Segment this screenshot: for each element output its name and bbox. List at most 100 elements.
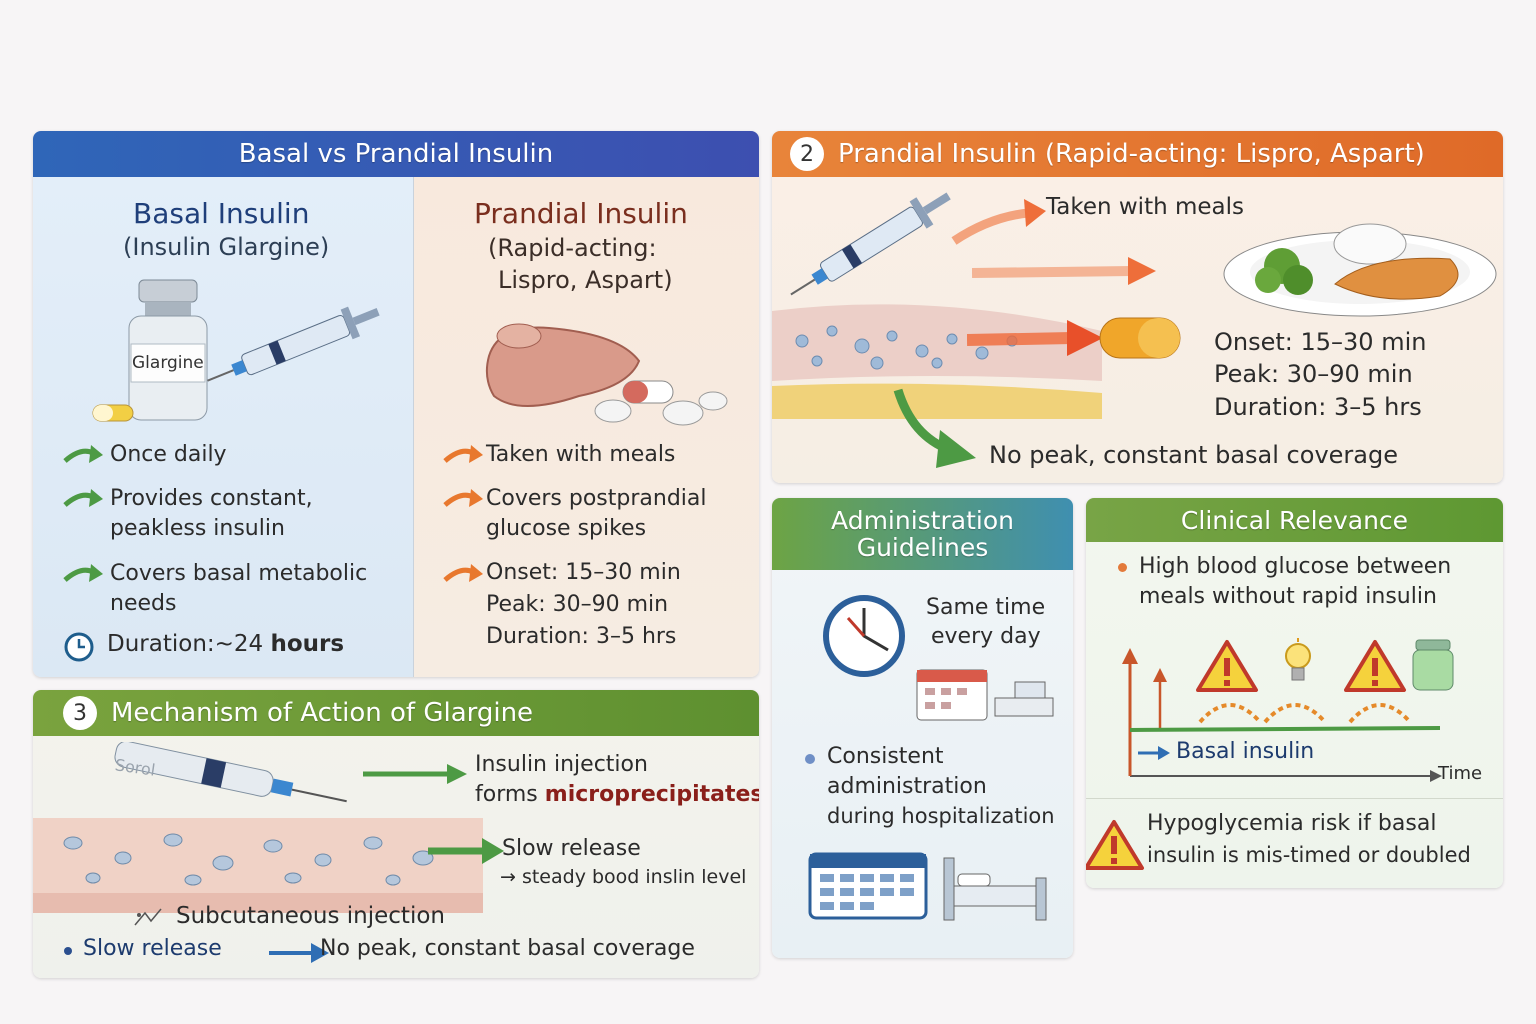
basal-bullet-constant: Provides constant, <box>110 486 313 511</box>
hypoglycemia-2: insulin is mis-timed or doubled <box>1147 843 1471 867</box>
warning-icon <box>1194 638 1260 694</box>
panel-header: Basal vs Prandial Insulin <box>33 131 759 177</box>
calendar-bed-icon <box>915 664 1055 724</box>
no-peak-text-b: basal coverage <box>1215 441 1398 469</box>
arrow-icon <box>1138 743 1172 763</box>
prandial-subtitle-1: (Rapid-acting: <box>488 234 657 262</box>
column-divider <box>413 177 414 677</box>
prandial-bullet-meals: Taken with meals <box>486 442 676 467</box>
clock-icon <box>63 631 95 663</box>
arrow-icon <box>967 316 1107 360</box>
glucose-graph <box>1100 638 1490 788</box>
meal-plate-icon <box>1220 214 1500 319</box>
panel-header-title: Basal vs Prandial Insulin <box>238 139 554 169</box>
basal-bullet-once-daily: Once daily <box>110 442 227 467</box>
hospital-bed-icon <box>940 854 1050 924</box>
no-peak-text-a: No peak, constant <box>320 936 521 961</box>
clock-icon <box>808 594 920 678</box>
arrow-icon <box>972 253 1162 293</box>
basal-duration: Duration:~24 hours <box>107 631 344 657</box>
bullet-dot <box>1118 563 1127 572</box>
prandial-title: Prandial Insulin <box>474 197 688 230</box>
arrow-icon <box>63 487 105 511</box>
glucose-jar-icon <box>1410 638 1456 692</box>
arrow-icon <box>443 562 485 586</box>
same-time-1: Same time <box>926 595 1046 620</box>
liver-icon <box>479 316 649 421</box>
basal-insulin-label: Basal insulin <box>1176 739 1315 764</box>
calendar-icon <box>808 848 928 920</box>
panel-header-title: Prandial Insulin (Rapid-acting: Lispro, … <box>838 139 1425 169</box>
administration-panel: Administration Guidelines Same time ever… <box>772 498 1073 958</box>
insulin-pen-icon <box>93 742 353 812</box>
injection-text-2: forms microprecipitates <box>475 782 759 807</box>
lightbulb-icon <box>1278 638 1318 690</box>
no-peak-text: No peak, constant basal coverage <box>989 441 1398 469</box>
pills-icon <box>593 379 733 429</box>
arrow-icon <box>443 443 485 467</box>
glargine-vial-icon <box>123 276 213 424</box>
panel-header: Clinical Relevance <box>1086 498 1503 542</box>
prandial-bullet-spikes: Covers postprandial <box>486 486 707 511</box>
arrow-icon <box>363 760 473 788</box>
slow-release: Slow release <box>502 836 641 861</box>
peak: Peak: 30–90 min <box>1214 360 1413 388</box>
consistent-1: Consistent <box>827 744 944 769</box>
tissue-layer-icon <box>33 818 483 913</box>
prandial-insulin-panel: 2 Prandial Insulin (Rapid-acting: Lispro… <box>772 131 1503 483</box>
taken-with-meals: Taken with meals <box>1046 194 1245 220</box>
syringe-icon <box>201 301 391 391</box>
warning-icon <box>1086 818 1146 872</box>
arrow-icon <box>63 443 105 467</box>
steady-level: → steady bood inslin level <box>500 866 747 888</box>
prandial-column <box>414 177 759 677</box>
basal-bullet-constant-cont: peakless insulin <box>110 516 285 541</box>
injection-text-2a: forms <box>475 782 538 807</box>
divider <box>1086 798 1503 799</box>
onset: Onset: 15–30 min <box>1214 328 1427 356</box>
panel-header-title-1: Administration <box>831 506 1014 535</box>
basal-vs-prandial-panel: Basal vs Prandial Insulin Basal Insulin … <box>33 131 759 677</box>
arrow-icon <box>63 562 105 586</box>
capsule-icon <box>1098 314 1182 362</box>
no-peak-text: No peak, constant basal coverage <box>320 936 695 961</box>
arrow-icon <box>428 836 508 866</box>
vial-label: Glargine <box>132 353 204 373</box>
basal-duration-label: Duration:~24 <box>107 631 264 657</box>
duration: Duration: 3–5 hrs <box>1214 393 1422 421</box>
bullet-dot <box>805 754 815 764</box>
no-peak-text-b: basal coverage <box>527 936 695 961</box>
panel-header: Administration Guidelines <box>772 498 1073 570</box>
panel-header-title-2: Guidelines <box>856 533 989 562</box>
prandial-bullet-spikes-cont: glucose spikes <box>486 516 647 541</box>
syringe-icon <box>772 187 972 302</box>
injection-text-1: Insulin injection <box>475 752 648 777</box>
high-glucose-1: High blood glucose between <box>1139 554 1452 579</box>
subcutaneous-injection: Subcutaneous injection <box>176 903 445 929</box>
slow-release-2: Slow release <box>83 936 222 961</box>
consistent-2: administration <box>827 774 987 799</box>
warning-icon <box>1342 638 1408 694</box>
prandial-peak: Peak: 30–90 min <box>486 592 669 617</box>
prandial-onset: Onset: 15–30 min <box>486 560 681 585</box>
arrow-icon <box>892 386 982 471</box>
basal-bullet-metabolic: Covers basal metabolic <box>110 561 368 586</box>
arrow-icon <box>443 487 485 511</box>
hypoglycemia-1: Hypoglycemia risk if basal <box>1147 811 1437 836</box>
mechanism-panel: 3 Mechanism of Action of Glargine Sorol <box>33 690 759 978</box>
basal-column <box>33 177 413 677</box>
pill-icon <box>91 401 135 425</box>
same-time-2: every day <box>931 624 1041 649</box>
panel-header-title: Mechanism of Action of Glargine <box>111 698 534 728</box>
bullet-dot <box>64 947 72 955</box>
injection-sparkle-icon <box>131 905 167 931</box>
basal-bullet-metabolic-cont: needs <box>110 591 177 616</box>
basal-title: Basal Insulin <box>133 197 310 230</box>
basal-subtitle: (Insulin Glargine) <box>123 233 330 261</box>
panel-header-title: Clinical Relevance <box>1180 505 1409 535</box>
tissue-layer-icon <box>772 301 1102 421</box>
basal-duration-unit: hours <box>270 631 345 657</box>
consistent-3: during hospitalization <box>827 804 1055 828</box>
arrow-icon <box>950 197 1050 247</box>
prandial-duration: Duration: 3–5 hrs <box>486 624 677 649</box>
